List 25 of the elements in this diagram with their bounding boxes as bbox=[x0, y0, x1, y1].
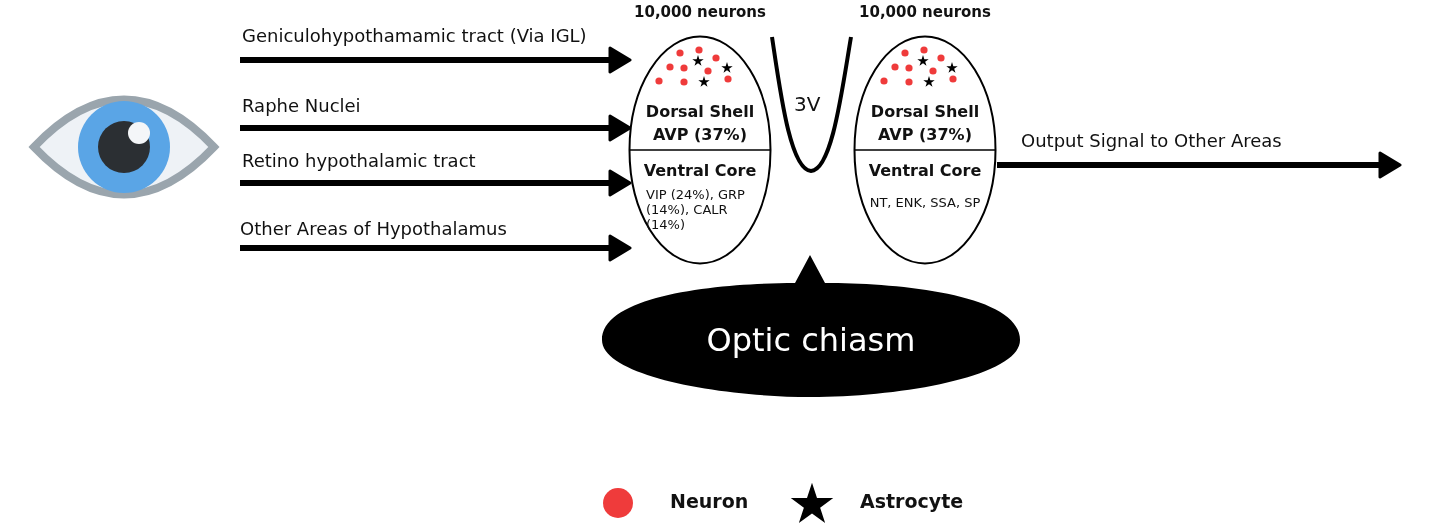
region-heading: Ventral Core bbox=[642, 162, 758, 181]
nucleus-oval bbox=[628, 35, 772, 265]
cell-count-label: 10,000 neurons bbox=[633, 4, 767, 22]
edge-label: Other Areas of Hypothalamus bbox=[238, 218, 509, 239]
peptide-list: VIP (24%), GRP (14%), CALR (14%) bbox=[646, 188, 760, 233]
arrow bbox=[240, 169, 632, 197]
arrow bbox=[997, 151, 1402, 179]
peptide-list: NT, ENK, SSA, SP bbox=[853, 196, 997, 211]
cell-count-label: 10,000 neurons bbox=[858, 4, 992, 22]
ventricle-label: 3V bbox=[794, 93, 821, 116]
legend-label: Astrocyte bbox=[860, 491, 964, 513]
nucleus-oval bbox=[853, 35, 997, 265]
region-heading: AVP (37%) bbox=[877, 126, 973, 145]
arrow bbox=[240, 114, 632, 142]
region-heading: Ventral Core bbox=[867, 162, 983, 181]
arrow bbox=[240, 46, 632, 74]
legend-label: Neuron bbox=[670, 491, 749, 513]
region-label: Optic chiasm bbox=[705, 322, 917, 359]
region-heading: Dorsal Shell bbox=[644, 103, 756, 122]
edge-label: Retino hypothalamic tract bbox=[240, 150, 478, 171]
edge-label: Output Signal to Other Areas bbox=[1019, 130, 1284, 151]
arrow bbox=[240, 234, 632, 262]
region-heading: Dorsal Shell bbox=[869, 103, 981, 122]
optic-chiasm-shape bbox=[602, 254, 1020, 398]
region-heading: AVP (37%) bbox=[652, 126, 748, 145]
